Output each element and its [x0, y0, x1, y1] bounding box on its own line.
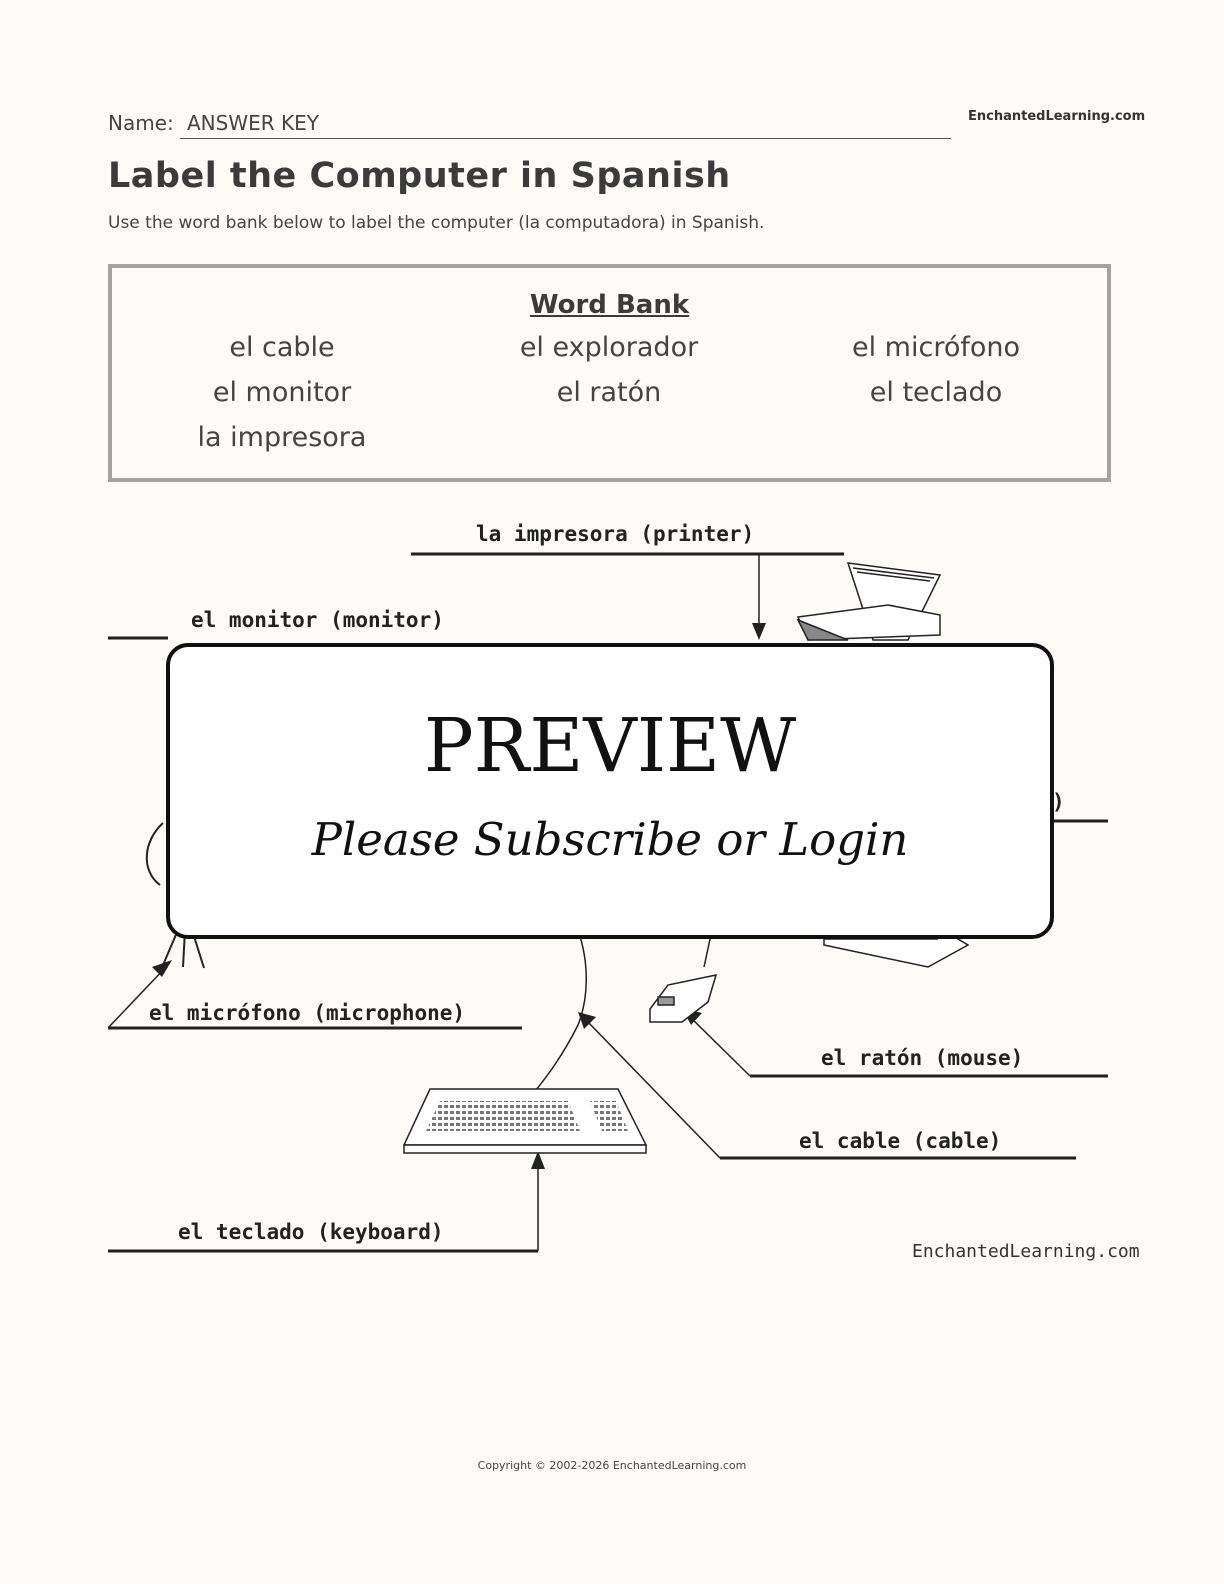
- word-bank-item: el cable: [229, 332, 335, 363]
- mouse-pointer: [687, 1014, 751, 1077]
- subscribe-login-link[interactable]: Please Subscribe or Login: [311, 813, 909, 866]
- word-bank-item: el ratón: [556, 377, 662, 408]
- word-bank-item: el explorador: [519, 332, 699, 363]
- partial-label: ): [1052, 790, 1065, 814]
- microphone-arrowhead: [152, 960, 172, 977]
- word-bank-item: el micrófono: [851, 332, 1021, 363]
- mouse-drawing: [649, 974, 718, 1023]
- monitor-label: el monitor (monitor): [191, 608, 444, 632]
- computer-diagram: la impresora (printer) el monitor (monit…: [108, 505, 1116, 1295]
- cpu-drawing: [823, 932, 970, 968]
- cable-arrowhead: [578, 1012, 596, 1029]
- printer-label: la impresora (printer): [476, 522, 755, 546]
- diagram-site-text: EnchantedLearning.com: [912, 1241, 1140, 1262]
- cable-label: el cable (cable): [799, 1129, 1002, 1153]
- name-line: [180, 138, 951, 139]
- cable-pointer: [585, 1019, 721, 1159]
- word-bank-item: la impresora: [197, 422, 367, 453]
- printer-arrowhead: [752, 623, 766, 640]
- printer-drawing: [796, 562, 942, 641]
- word-bank-item: el monitor: [212, 377, 352, 408]
- name-label: Name:: [108, 111, 174, 135]
- keyboard-arrowhead: [531, 1151, 545, 1169]
- keyboard-drawing: [402, 1088, 648, 1154]
- page-title: Label the Computer in Spanish: [108, 156, 731, 196]
- mouse-label: el ratón (mouse): [821, 1046, 1024, 1070]
- microphone-pointer: [108, 966, 167, 1029]
- site-logo-text: EnchantedLearning.com: [968, 109, 1146, 124]
- diagram-artwork: [108, 552, 1108, 1253]
- cable-drawing: [535, 929, 587, 1091]
- word-bank: Word Bank el cable el explorador el micr…: [108, 264, 1111, 482]
- name-value: ANSWER KEY: [187, 111, 319, 135]
- instructions: Use the word bank below to label the com…: [108, 213, 765, 233]
- keyboard-label: el teclado (keyboard): [178, 1220, 444, 1244]
- copyright: Copyright © 2002-2026 EnchantedLearning.…: [477, 1459, 747, 1472]
- preview-title: PREVIEW: [423, 703, 797, 789]
- word-bank-item: el teclado: [869, 377, 1003, 408]
- microphone-label: el micrófono (microphone): [149, 1001, 466, 1025]
- preview-overlay[interactable]: PREVIEW Please Subscribe or Login: [166, 643, 1054, 939]
- word-bank-title: Word Bank: [529, 290, 690, 320]
